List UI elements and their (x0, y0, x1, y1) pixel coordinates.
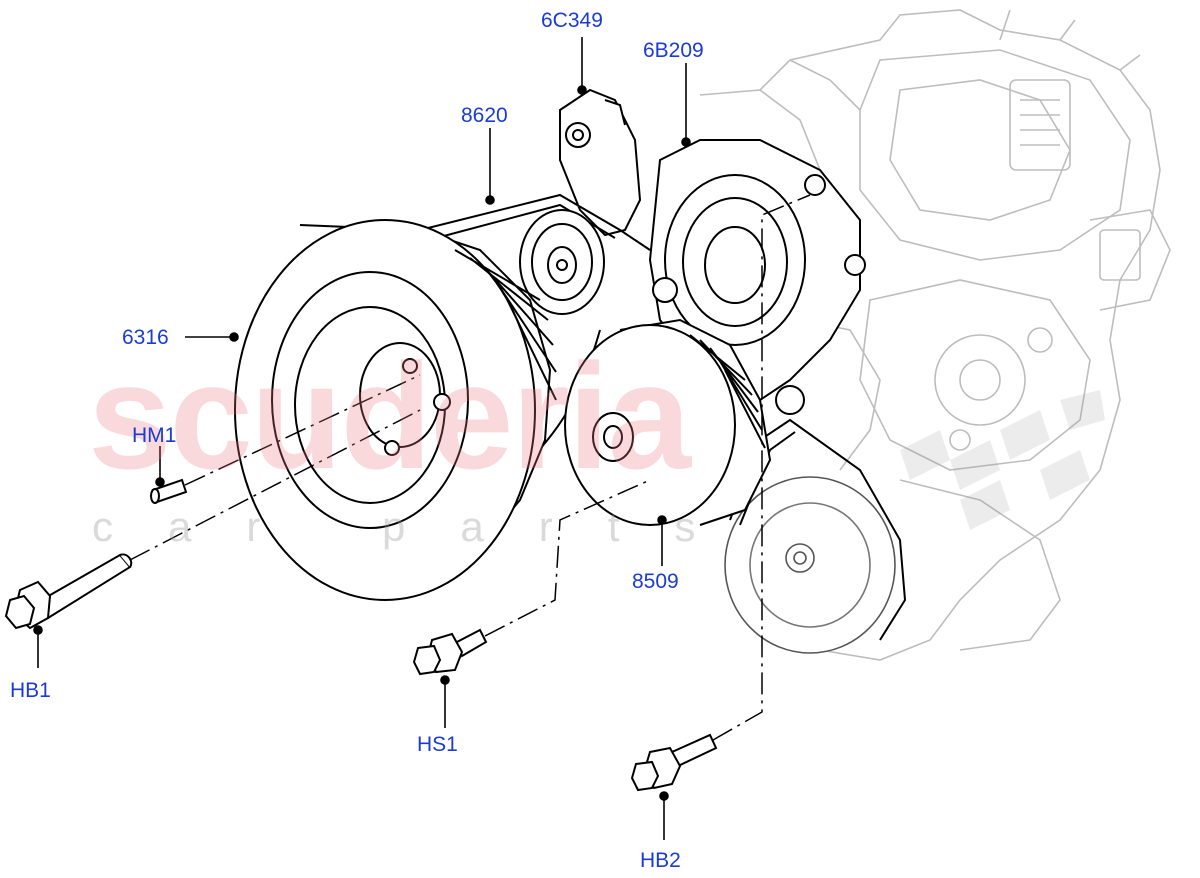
bolt-hs1 (412, 628, 488, 676)
callout-hb1[interactable]: HB1 (10, 679, 51, 702)
idler-pulley (519, 209, 605, 315)
assembly-lines (129, 194, 811, 741)
leader-lines (33, 37, 691, 840)
bolt-hb2 (630, 733, 718, 792)
sleeve-hm1 (150, 478, 188, 504)
callout-8620[interactable]: 8620 (461, 104, 508, 127)
bolt-hb1 (4, 553, 133, 630)
callout-hm1[interactable]: HM1 (132, 424, 177, 447)
flag-watermark (900, 390, 1105, 530)
water-pump-pulley-8509 (564, 318, 772, 526)
callout-hs1[interactable]: HS1 (417, 733, 458, 756)
crankshaft-pulley-6316 (234, 219, 557, 601)
bracket-6c349 (559, 88, 642, 237)
callout-6316[interactable]: 6316 (122, 326, 169, 349)
ac-compressor (724, 476, 896, 654)
callout-6b209[interactable]: 6B209 (643, 39, 704, 62)
callout-8509[interactable]: 8509 (632, 570, 679, 593)
callout-6c349[interactable]: 6C349 (541, 9, 603, 32)
callout-hb2[interactable]: HB2 (640, 849, 681, 872)
